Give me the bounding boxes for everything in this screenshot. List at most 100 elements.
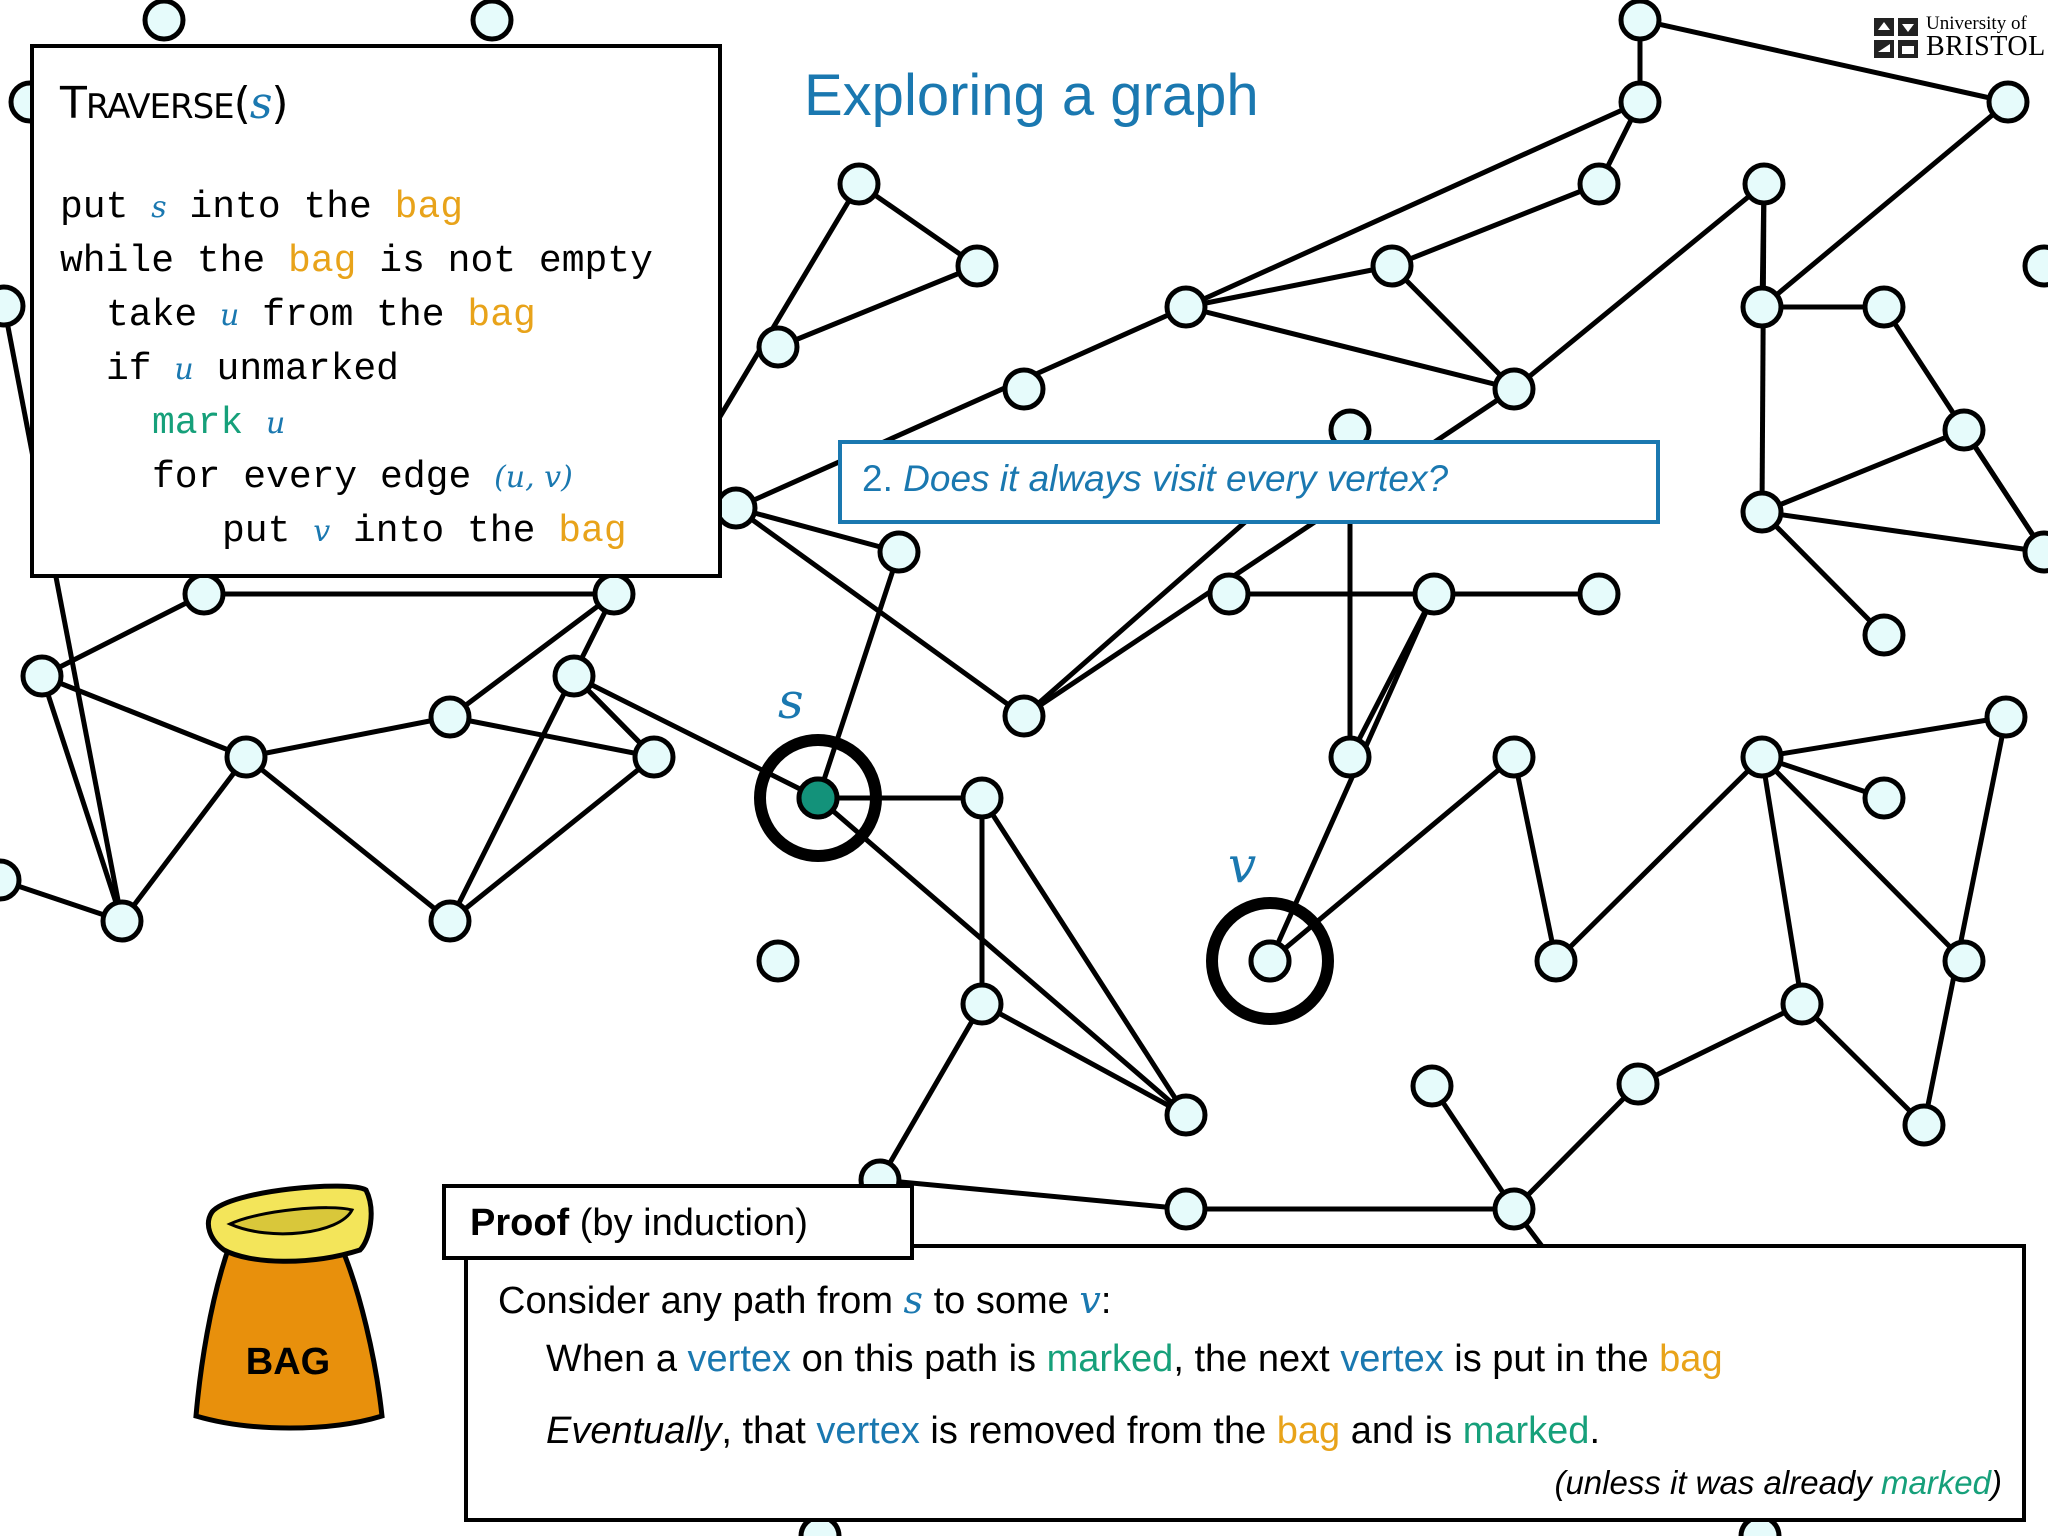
question-text: Does it always visit every vertex? (903, 458, 1449, 499)
bristol-crest-icon (1874, 18, 1918, 58)
graph-edge (1761, 427, 1965, 515)
target-vertex-ring (1206, 897, 1334, 1025)
graph-edge (734, 304, 1188, 511)
graph-edge (777, 263, 978, 350)
graph-vertex (960, 776, 1004, 820)
graph-vertex (960, 982, 1004, 1026)
graph-edge (1511, 756, 1559, 962)
graph-vertex (1862, 776, 1906, 820)
graph-edge (245, 714, 451, 760)
graph-edge (1636, 1001, 1804, 1087)
graph-vertex (1862, 285, 1906, 329)
graph-vertex (1577, 162, 1621, 206)
code-line-3: take u from the bag (106, 294, 536, 337)
graph-edge (447, 592, 617, 923)
graph-edge (572, 673, 820, 801)
graph-edge (877, 1002, 985, 1182)
vertex-label-s: s (778, 672, 804, 730)
graph-edge (1759, 183, 1767, 513)
graph-vertex (1942, 939, 1986, 983)
graph-vertex (1780, 982, 1824, 1026)
graph-vertex (1618, 80, 1662, 124)
graph-vertex (2022, 244, 2048, 288)
graph-edge (1554, 755, 1764, 963)
graph-vertex (632, 735, 676, 779)
graph-vertex (1902, 1103, 1946, 1147)
graph-vertex (100, 899, 144, 943)
start-vertex-ring (754, 734, 882, 862)
proof-line-2: When a vertex on this path is marked, th… (546, 1338, 1723, 1380)
graph-vertex (428, 899, 472, 943)
target-vertex-v (1248, 939, 1292, 983)
code-line-2: while the bag is not empty (60, 240, 653, 283)
graph-edge (1185, 304, 1515, 392)
graph-vertex (2022, 530, 2048, 574)
graph-edge (1429, 1084, 1517, 1211)
graph-edge (449, 714, 655, 760)
graph-edge (815, 551, 902, 799)
code-line-7: put v into the bag (222, 510, 627, 553)
proof-note: (unless it was already marked) (1554, 1464, 2002, 1501)
graph-vertex (756, 325, 800, 369)
slide-title: Exploring a graph (804, 63, 1259, 128)
graph-vertex (1164, 285, 1208, 329)
graph-vertex (1740, 490, 1784, 534)
proof-line-1: Consider any path from s to some v: (498, 1278, 1112, 1322)
bag-icon: BAG (193, 1183, 385, 1431)
graph-vertex (1207, 572, 1251, 616)
graph-edge (448, 592, 616, 719)
graph-vertex (1492, 367, 1536, 411)
graph-edge (857, 181, 979, 269)
graph-vertex (1986, 80, 2030, 124)
graph-edge (979, 796, 1189, 1117)
proof-box: Consider any path from s to some v: When… (464, 1244, 2026, 1522)
graph-vertex (1616, 1062, 1660, 1106)
graph-vertex (955, 244, 999, 288)
graph-edge (1639, 17, 2009, 105)
graph-edge (1761, 509, 2045, 555)
graph-vertex (1740, 285, 1784, 329)
graph-edge (120, 755, 248, 923)
graph-vertex (1328, 735, 1372, 779)
graph-edge (1760, 510, 1886, 637)
graph-vertex (1942, 408, 1986, 452)
graph-edge (1184, 99, 1642, 310)
graph-edge (244, 755, 452, 923)
graph-vertex (470, 0, 514, 42)
graph-edge (1512, 182, 1766, 391)
graph-vertex (714, 486, 758, 530)
code-line-6: for every edge (u, v) (152, 456, 573, 499)
traverse-algorithm-box: TRAVERSE(s) put s into the bag while the… (30, 44, 722, 578)
graph-edge (1, 305, 125, 922)
proof-heading: Proof (470, 1202, 570, 1244)
graph-edge (1347, 592, 1437, 759)
graph-edge (40, 591, 206, 679)
question-number: 2. (862, 458, 893, 499)
graph-edge (1921, 716, 2009, 1126)
graph-edge (879, 1177, 1187, 1212)
graph-vertex (1492, 735, 1536, 779)
graph-edge (1760, 100, 2010, 309)
graph-edge (1760, 755, 1966, 963)
graph-edge (1390, 264, 1516, 391)
graph-vertex (1002, 694, 1046, 738)
university-logo: University of BRISTOL (1872, 14, 2045, 66)
graph-vertex (1742, 162, 1786, 206)
graph-vertex (1740, 735, 1784, 779)
graph-vertex (1984, 695, 2028, 739)
graph-vertex (1577, 572, 1621, 616)
graph-vertex (1410, 1064, 1454, 1108)
graph-edge (1022, 386, 1516, 719)
graph-vertex (1492, 1187, 1536, 1231)
graph-vertex (1862, 613, 1906, 657)
graph-vertex (877, 530, 921, 574)
logo-bristol-text: BRISTOL (1926, 31, 2046, 62)
graph-edge (816, 796, 1188, 1117)
vertex-label-v: v (1228, 836, 1257, 894)
graph-vertex (552, 654, 596, 698)
graph-vertex (1164, 1187, 1208, 1231)
graph-vertex (1002, 367, 1046, 411)
graph-edge (980, 1001, 1188, 1118)
